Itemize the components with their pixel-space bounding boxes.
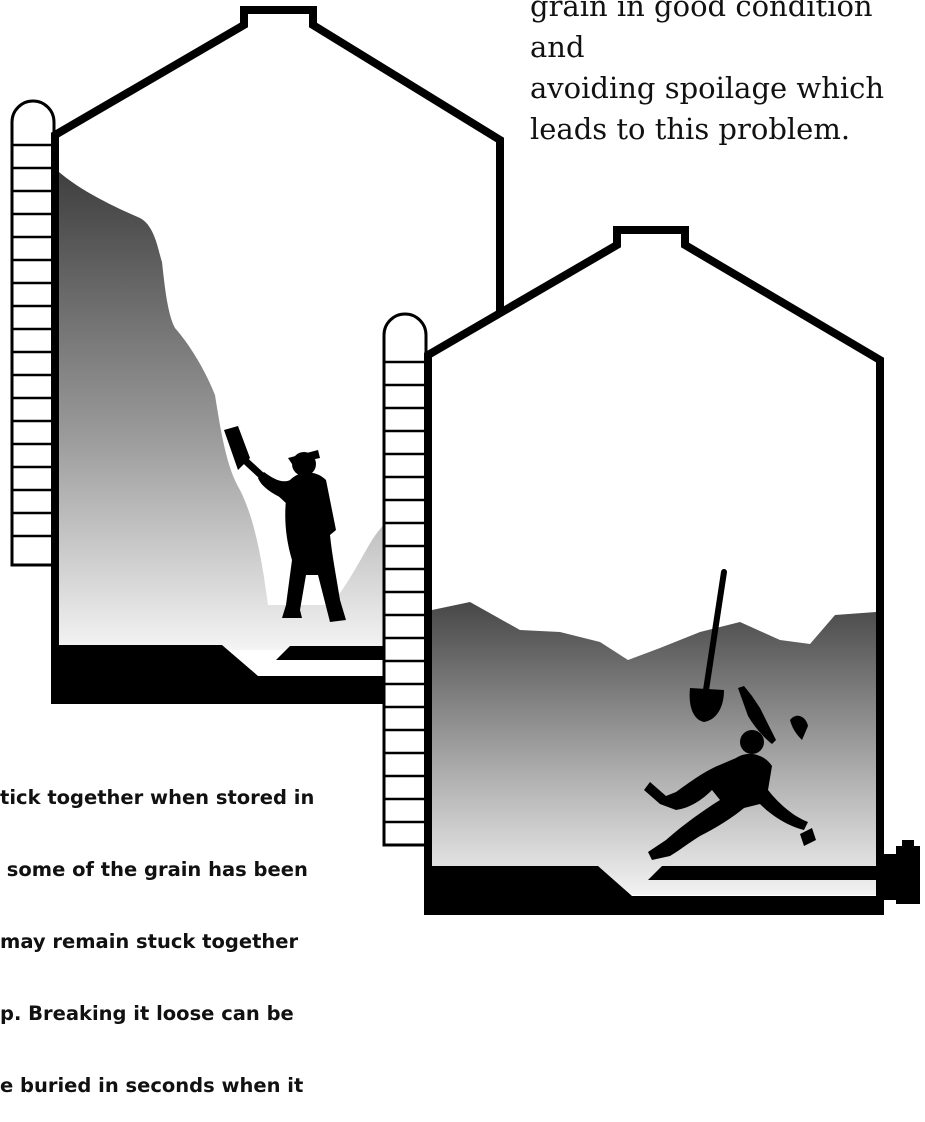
bottom-caption: tick together when stored in some of the…	[0, 738, 400, 1122]
auger-motor-icon	[882, 840, 920, 904]
left-bin-ladder	[12, 101, 54, 565]
right-bin-auger-plate	[648, 866, 882, 880]
top-caption-line: avoiding spoilage which	[530, 68, 920, 109]
bottom-caption-line: p. Breaking it loose can be	[0, 1002, 400, 1026]
bottom-caption-line: may remain stuck together	[0, 930, 400, 954]
top-caption-line: leads to this problem.	[530, 109, 920, 150]
bottom-caption-line: tick together when stored in	[0, 786, 400, 810]
top-caption-line: grain in good condition and	[530, 0, 920, 68]
top-caption: grain in good condition and avoiding spo…	[530, 0, 920, 150]
right-grain-bin	[384, 230, 920, 912]
bottom-caption-line: e buried in seconds when it	[0, 1074, 400, 1098]
bottom-caption-line: some of the grain has been	[0, 858, 400, 882]
